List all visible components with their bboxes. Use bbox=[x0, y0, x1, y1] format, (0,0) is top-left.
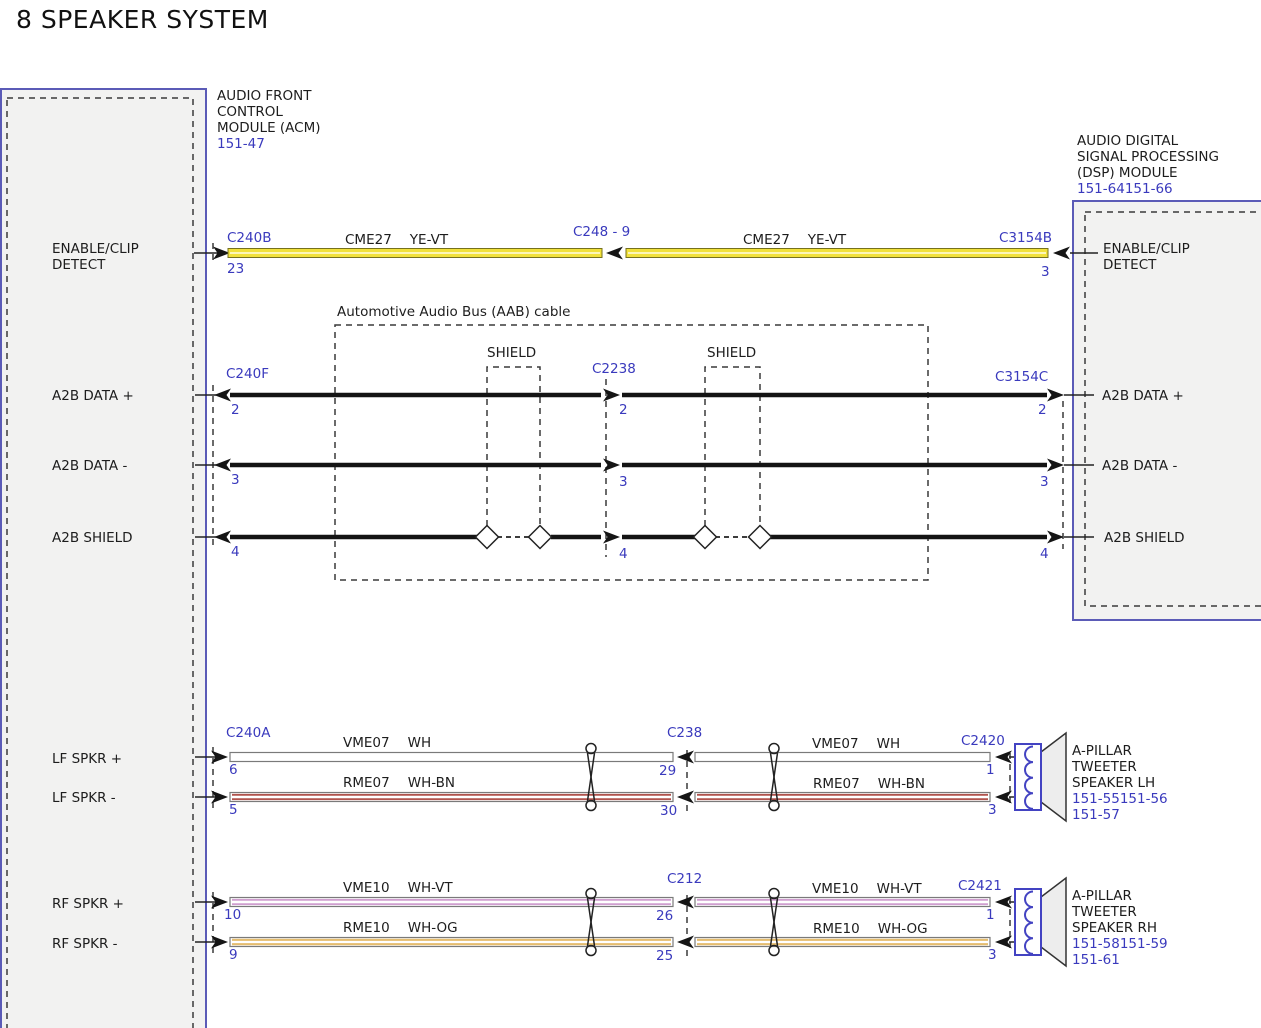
connector-label: C2421 bbox=[958, 878, 1002, 894]
connector-label: C248 - 9 bbox=[573, 224, 631, 240]
dsp-pin-shield: A2B SHIELD bbox=[1104, 530, 1185, 546]
pin-number: 3 bbox=[988, 947, 997, 963]
acm-pin-shield: A2B SHIELD bbox=[52, 530, 133, 546]
speaker-lh-label: A-PILLAR TWEETER SPEAKER LH 151-55151-56… bbox=[1072, 743, 1168, 823]
pin-number: 30 bbox=[660, 803, 678, 819]
pin-number: 3 bbox=[988, 802, 997, 818]
pin-number: 4 bbox=[619, 546, 628, 562]
shield-splice-diamond bbox=[747, 524, 773, 550]
dsp-pin-enable: ENABLE/CLIP DETECT bbox=[1103, 241, 1190, 273]
shield-label-left: SHIELD bbox=[487, 345, 537, 361]
aab-cable-box bbox=[334, 324, 929, 581]
connector-label: C212 bbox=[667, 871, 703, 887]
pin-number: 4 bbox=[231, 544, 240, 560]
acm-pin-data-plus: A2B DATA + bbox=[52, 388, 134, 404]
shield-splice-diamond bbox=[527, 524, 553, 550]
acm-module-box bbox=[0, 88, 207, 1028]
connector-label: C238 bbox=[667, 725, 703, 741]
acm-name-line: MODULE (ACM) bbox=[217, 120, 321, 136]
dsp-pin-data-minus: A2B DATA - bbox=[1102, 458, 1178, 474]
lf-speaker-wires bbox=[195, 742, 1016, 812]
pin-number: 1 bbox=[986, 907, 995, 923]
pin-number: 2 bbox=[1038, 402, 1047, 418]
dsp-module-label: AUDIO DIGITAL SIGNAL PROCESSING (DSP) MO… bbox=[1077, 133, 1219, 197]
pin-number: 3 bbox=[619, 474, 628, 490]
shield-splice-diamond bbox=[692, 524, 718, 550]
pin-number: 10 bbox=[224, 907, 242, 923]
acm-name-line: AUDIO FRONT bbox=[217, 88, 312, 104]
connector-label: C240B bbox=[227, 230, 272, 246]
connector-label: C3154C bbox=[995, 369, 1049, 385]
page-title: 8 SPEAKER SYSTEM bbox=[16, 5, 269, 34]
dsp-name-line: (DSP) MODULE bbox=[1077, 165, 1178, 181]
connector-label: C2420 bbox=[961, 733, 1005, 749]
shield-box-right bbox=[704, 366, 761, 526]
pin-number: 9 bbox=[229, 947, 238, 963]
connector-label: C240A bbox=[226, 725, 271, 741]
pin-number: 3 bbox=[1041, 264, 1050, 280]
dsp-name-line: SIGNAL PROCESSING bbox=[1077, 149, 1219, 165]
pin-number: 4 bbox=[1040, 546, 1049, 562]
dsp-ref: 151-64151-66 bbox=[1077, 181, 1173, 197]
twisted-pair-symbol bbox=[585, 887, 597, 957]
pin-number: 23 bbox=[227, 261, 245, 277]
dsp-module-box bbox=[1072, 200, 1261, 621]
twisted-pair-symbol bbox=[768, 742, 780, 812]
rf-speaker-wires bbox=[195, 887, 1016, 957]
connector-label: C240F bbox=[226, 366, 269, 382]
acm-ref: 151-47 bbox=[217, 136, 265, 152]
speaker-rh-icon bbox=[1014, 876, 1067, 968]
acm-pin-rf-minus: RF SPKR - bbox=[52, 936, 118, 952]
connector-label: C2238 bbox=[592, 361, 636, 377]
connector-label: C3154B bbox=[999, 230, 1053, 246]
pin-number: 2 bbox=[231, 402, 240, 418]
acm-pin-lf-plus: LF SPKR + bbox=[52, 751, 123, 767]
dsp-inner-dashed-border bbox=[1084, 211, 1261, 607]
speaker-rh-label: A-PILLAR TWEETER SPEAKER RH 151-58151-59… bbox=[1072, 888, 1168, 968]
pin-number: 26 bbox=[656, 908, 674, 924]
shield-box-left bbox=[486, 366, 541, 526]
connector-lines bbox=[212, 243, 1064, 957]
aab-cable-label: Automotive Audio Bus (AAB) cable bbox=[337, 304, 571, 320]
acm-pin-rf-plus: RF SPKR + bbox=[52, 896, 124, 912]
pin-number: 6 bbox=[229, 762, 238, 778]
enable-clip-wire bbox=[194, 246, 1098, 260]
dsp-pin-data-plus: A2B DATA + bbox=[1102, 388, 1184, 404]
twisted-pair-symbol bbox=[768, 887, 780, 957]
a2b-data-minus-wire bbox=[195, 458, 1094, 472]
pin-number: 29 bbox=[659, 763, 677, 779]
acm-pin-lf-minus: LF SPKR - bbox=[52, 790, 116, 806]
acm-inner-dashed-border bbox=[6, 97, 194, 1028]
acm-module-label: AUDIO FRONT CONTROL MODULE (ACM) 151-47 bbox=[217, 88, 321, 152]
pin-number: 3 bbox=[231, 472, 240, 488]
dsp-name-line: AUDIO DIGITAL bbox=[1077, 133, 1179, 149]
shield-splice-diamond bbox=[474, 524, 500, 550]
pin-number: 3 bbox=[1040, 474, 1049, 490]
twisted-pair-symbol bbox=[585, 742, 597, 812]
pin-number: 5 bbox=[229, 802, 238, 818]
speaker-lh-icon bbox=[1014, 731, 1067, 823]
pin-number: 25 bbox=[656, 948, 674, 964]
acm-pin-enable: ENABLE/CLIP DETECT bbox=[52, 241, 139, 273]
pin-number: 2 bbox=[619, 402, 628, 418]
a2b-shield-wire bbox=[195, 524, 1094, 550]
acm-pin-data-minus: A2B DATA - bbox=[52, 458, 128, 474]
acm-name-line: CONTROL bbox=[217, 104, 283, 120]
pin-number: 1 bbox=[986, 762, 995, 778]
shield-label-right: SHIELD bbox=[707, 345, 757, 361]
a2b-data-plus-wire bbox=[195, 388, 1094, 402]
